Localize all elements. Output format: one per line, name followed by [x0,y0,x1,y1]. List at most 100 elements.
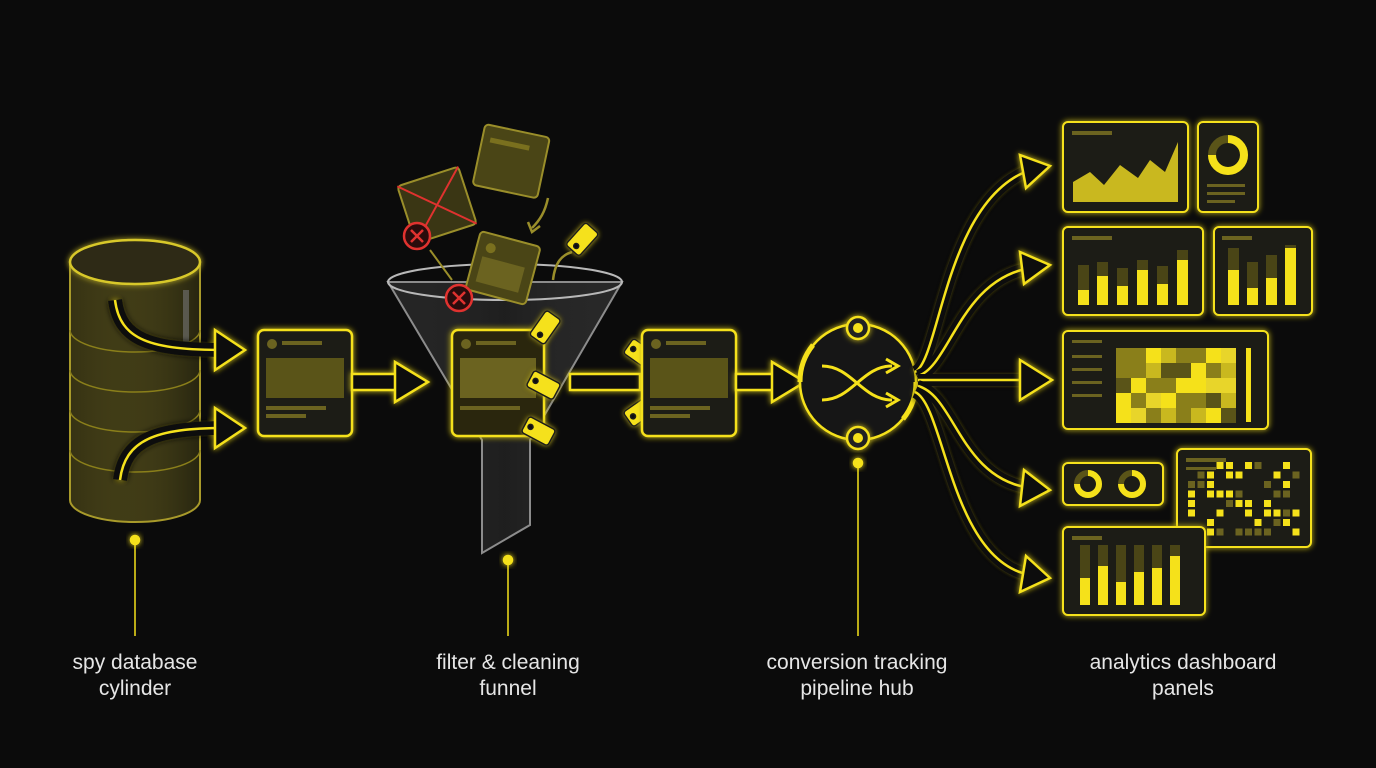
pixel-cell [1254,462,1262,469]
stage-label-funnel: filter & cleaning funnel [378,650,638,702]
heatmap-cell [1206,363,1221,378]
pixel-cell [1197,481,1205,488]
heatmap-cell [1161,408,1176,423]
heatmap-cell [1176,363,1191,378]
heatmap-cell [1131,348,1146,363]
pixel-cell [1245,509,1252,517]
data-card-1 [256,328,354,438]
pixel-cell [1292,528,1300,536]
heatmap-cell [1221,393,1236,408]
heatmap-cell [1146,363,1161,378]
stage-label-line1: analytics dashboard [1089,651,1277,674]
pixel-cell [1216,462,1224,469]
incoming-card [472,123,551,234]
stage-label-line1: spy database [72,651,198,674]
area-chart-panel [1062,121,1189,213]
rejected-card-2 [429,230,541,306]
tag-path [551,250,573,281]
bar-chart-panel-2 [1213,226,1313,316]
pixel-cell [1273,471,1281,479]
shuffle-icon [797,315,919,451]
hub-output-arrows [911,164,1033,581]
pixel-cell [1283,519,1290,526]
heatmap-cell [1161,393,1176,408]
pixel-cell [1216,528,1224,536]
pixel-cell [1188,490,1195,498]
dashboard-icon [1062,121,1313,616]
pixel-cell [1264,509,1271,517]
pixel-grid-panel [1176,448,1312,548]
heatmap-cell [1161,348,1176,363]
heatmap-cell [1221,378,1236,393]
heatmap-cell [1131,408,1146,423]
stage-label-line2: funnel [479,677,537,700]
arrow-funnel-to-card3 [568,372,642,392]
pixel-cell [1235,500,1243,507]
heatmap-cell [1161,363,1176,378]
heatmap-cell [1161,378,1176,393]
pixel-cell [1245,500,1252,507]
pixel-cell [1292,509,1300,517]
pixel-cell [1197,471,1205,479]
stage-label-line1: conversion tracking [766,651,948,674]
heatmap-cell [1191,348,1206,363]
heatmap-cell [1221,348,1236,363]
pixel-cell [1188,509,1195,517]
heatmap-cell [1206,378,1221,393]
pixel-cell [1207,471,1214,479]
heatmap-cell [1146,408,1161,423]
heatmap-cell [1191,393,1206,408]
pixel-cell [1207,519,1214,526]
pixel-cell [1188,481,1195,488]
pixel-cell [1216,509,1224,517]
heatmap-cell [1116,393,1131,408]
stage-label-line2: cylinder [98,677,172,700]
database-cylinder-icon [68,238,202,523]
pixel-cell [1273,519,1281,526]
heatmap-cell [1176,348,1191,363]
pixel-cell [1207,528,1214,536]
heatmap-cell [1131,378,1146,393]
pixel-cell [1264,481,1271,488]
pixel-cell [1226,471,1233,479]
heatmap-cell [1206,348,1221,363]
pixel-cell [1283,490,1290,498]
heatmap-cell [1146,393,1161,408]
pixel-cell [1283,509,1290,517]
heatmap-cell [1116,363,1131,378]
heatmap-cell [1131,393,1146,408]
data-card-3 [640,328,738,438]
pixel-cell [1216,490,1224,498]
bar-chart-panel-1 [1062,226,1204,316]
heatmap-cell [1146,348,1161,363]
heatmap-cell [1176,408,1191,423]
hub-arrow-heads [1018,153,1055,595]
reject-x-icon [402,221,432,251]
heatmap-cell [1221,363,1236,378]
pixel-cell [1226,462,1233,469]
arrow-card3-to-hub [734,359,808,405]
heatmap-cell [1176,378,1191,393]
heatmap-cell [1206,393,1221,408]
heatmap-cell [1191,363,1206,378]
pixel-cell [1207,490,1214,498]
pixel-cell [1235,471,1243,479]
heatmap-cell [1206,408,1221,423]
pixel-cell [1245,528,1252,536]
two-donut-panel [1062,462,1164,506]
heatmap-cell [1116,348,1131,363]
pixel-cell [1264,500,1271,507]
bar-chart-panel-3 [1062,526,1206,616]
pixel-cell [1273,490,1281,498]
heatmap-panel [1062,330,1269,430]
pixel-cell [1188,500,1195,507]
heatmap-cell [1116,378,1131,393]
donut-panel [1197,121,1259,213]
heatmap-cell [1131,363,1146,378]
pixel-cell [1245,462,1252,469]
stage-label-hub: conversion tracking pipeline hub [727,650,987,702]
arrow-card1-to-funnel [350,359,431,405]
database-output-arrows [108,298,248,482]
pixel-cell [1283,481,1290,488]
